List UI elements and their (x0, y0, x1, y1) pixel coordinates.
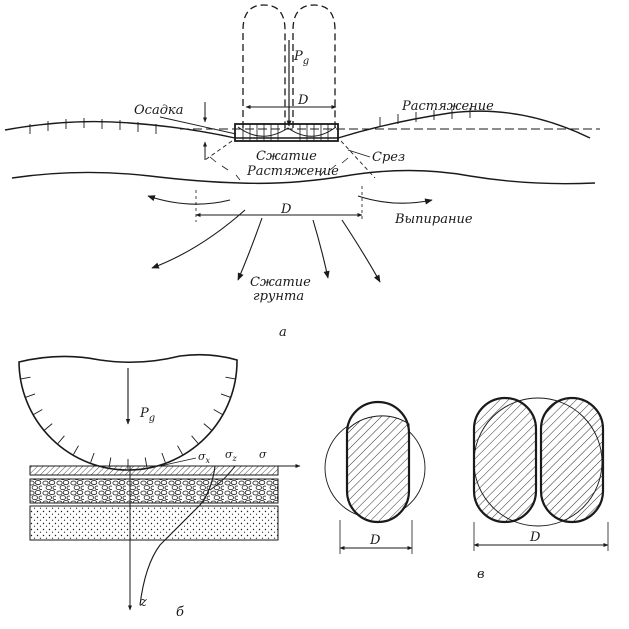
panel-a: Pg D Осадка Растяжение Сжатие Растяжение… (4, 4, 600, 340)
rim-tick (57, 435, 65, 444)
dual-tire-right (539, 396, 605, 524)
panel-b: Pg σx σz σ z б (18, 353, 301, 620)
contact-patch-bulge (237, 126, 337, 137)
rim-tick (161, 452, 166, 463)
single-tire-hatch-area (346, 415, 410, 523)
contact-patch-pressure-lines (242, 124, 329, 141)
settlement-label: Осадка (134, 103, 183, 118)
shear-label: Срез (372, 150, 405, 165)
dual-d-label: D (529, 530, 541, 545)
d-label-top: D (297, 93, 309, 108)
rim-tick (177, 445, 183, 455)
shear-leader (347, 149, 371, 158)
soil-compression-label-2: грунта (253, 289, 304, 304)
settlement-leader (159, 116, 237, 135)
sigma-x-label: σx (198, 450, 211, 465)
stress-curve-x (209, 465, 236, 491)
single-d-label: D (369, 533, 381, 548)
soil-arrow-far-left (151, 209, 246, 269)
tension-ticks-right (379, 108, 471, 127)
z-label: z (139, 595, 147, 610)
compression-label: Сжатие (256, 149, 317, 164)
rim-tick (90, 452, 95, 463)
d-label-bottom: D (280, 202, 292, 217)
soil-compression-label-1: Сжатие (250, 275, 311, 290)
soil-arrow-center (237, 217, 263, 281)
bulging-arrow-left (147, 195, 231, 205)
soil-arrow-far-right (341, 219, 381, 283)
wheel-pg-label: Pg (139, 406, 155, 424)
pavement-strip (29, 465, 279, 476)
dual-tire-left (472, 396, 538, 524)
tension-ticks-left (29, 118, 157, 134)
rim-tick (73, 445, 79, 455)
rim-tick (213, 409, 223, 415)
compression-fan (209, 156, 349, 181)
compression-zone-boundary (204, 140, 376, 179)
sigma-z-label: σz (225, 448, 238, 463)
rim-tick (203, 423, 212, 431)
tire-right-outline (292, 4, 336, 128)
rim-tick (220, 393, 231, 398)
tension-under-label: Растяжение (246, 164, 339, 179)
soil-arrow-right (312, 219, 330, 279)
ground-surface (4, 110, 591, 139)
bulging-arrow-right (357, 195, 433, 205)
contact-patch (234, 123, 339, 142)
wheel-semicircle (18, 353, 238, 471)
tension-label-top: Растяжение (401, 99, 494, 114)
sigma-leader (159, 457, 197, 467)
rim-tick (191, 435, 199, 444)
sand-layer (29, 505, 279, 541)
rim-tick (25, 393, 36, 398)
panel-a-letter: а (279, 325, 287, 340)
bulging-label: Выпирание (394, 212, 473, 227)
tire-left-outline (242, 4, 286, 128)
rim-tick (225, 376, 236, 380)
stress-curve-z (139, 465, 216, 606)
panel-c: D D в (324, 396, 609, 582)
rim-tick (44, 423, 53, 431)
gravel-layer (29, 478, 279, 504)
rim-tick (20, 376, 31, 380)
panel-c-letter: в (477, 567, 485, 582)
pg-label: Pg (293, 49, 309, 67)
rim-tick (33, 409, 43, 415)
lower-layer-boundary (11, 169, 596, 185)
panel-b-letter: б (176, 605, 184, 620)
sigma-label: σ (259, 448, 267, 461)
